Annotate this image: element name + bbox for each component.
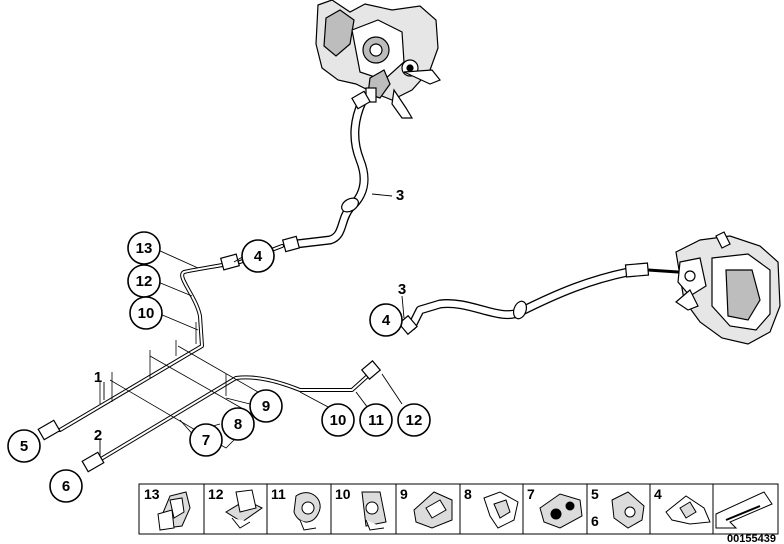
svg-text:4: 4 — [382, 312, 391, 329]
callout-8: 8 — [221, 407, 255, 441]
clip-icon — [157, 491, 191, 531]
svg-text:7: 7 — [202, 432, 210, 449]
svg-text:10: 10 — [138, 305, 155, 322]
callout-12-upper: 12 — [127, 264, 161, 298]
svg-text:2: 2 — [94, 427, 102, 444]
holder-icon — [413, 491, 453, 529]
svg-text:6: 6 — [591, 513, 599, 529]
callout-11: 11 — [359, 403, 393, 437]
double-clip-icon — [539, 493, 583, 529]
svg-text:10: 10 — [330, 412, 347, 429]
legend-item-12: 12 — [208, 486, 263, 529]
clamp-icon — [361, 491, 387, 531]
svg-text:13: 13 — [144, 486, 160, 502]
legend-item-10: 10 — [335, 486, 387, 531]
legend-item-arrow — [715, 491, 773, 529]
document-number: 00155439 — [727, 533, 776, 544]
legend-item-13: 13 — [144, 486, 191, 531]
svg-text:1: 1 — [94, 369, 102, 386]
callout-10-lower: 10 — [321, 403, 355, 437]
callout-13: 13 — [127, 231, 161, 265]
svg-text:6: 6 — [62, 478, 70, 495]
svg-text:11: 11 — [271, 486, 286, 502]
callout-2: 2 — [94, 427, 102, 444]
legend-item-4: 4 — [654, 486, 711, 525]
spring-clip-icon — [665, 495, 711, 525]
callout-3-upper: 3 — [396, 187, 404, 204]
svg-text:5: 5 — [20, 438, 28, 455]
hose-clip-icon — [293, 492, 321, 531]
legend-item-5-6: 5 6 — [591, 486, 645, 529]
fittings — [37, 90, 650, 473]
callout-6: 6 — [49, 469, 83, 503]
legend-item-9: 9 — [400, 486, 453, 529]
pipe-clip-icon — [483, 491, 519, 529]
svg-text:12: 12 — [136, 273, 153, 290]
svg-text:4: 4 — [654, 486, 662, 502]
callout-4-right: 4 — [369, 303, 403, 337]
svg-text:8: 8 — [234, 416, 242, 433]
arrow-icon — [715, 491, 773, 529]
union-nut-icon — [611, 491, 645, 529]
callout-9: 9 — [249, 389, 283, 423]
callout-7: 7 — [189, 423, 223, 457]
svg-text:9: 9 — [400, 486, 408, 502]
svg-text:12: 12 — [406, 412, 423, 429]
callout-3-right: 3 — [398, 281, 406, 298]
callout-5: 5 — [7, 429, 41, 463]
svg-text:4: 4 — [254, 248, 263, 265]
clip-guides — [99, 322, 259, 449]
svg-text:8: 8 — [464, 486, 472, 502]
callout-4-upper: 4 — [241, 239, 275, 273]
svg-text:11: 11 — [368, 412, 384, 429]
svg-text:3: 3 — [398, 281, 406, 298]
svg-text:12: 12 — [208, 486, 224, 502]
svg-text:3: 3 — [396, 187, 404, 204]
upper-brake-caliper — [315, 0, 441, 119]
right-brake-caliper — [675, 231, 781, 345]
legend-item-7: 7 — [527, 486, 583, 529]
parts-legend: 13 12 11 10 — [138, 483, 779, 535]
callout-1: 1 — [94, 369, 102, 386]
callout-10-upper: 10 — [129, 296, 163, 330]
svg-text:10: 10 — [335, 486, 351, 502]
svg-text:5: 5 — [591, 486, 599, 502]
callout-12-lower: 12 — [397, 403, 431, 437]
legend-item-11: 11 — [271, 486, 321, 531]
svg-text:9: 9 — [262, 398, 270, 415]
legend-item-8: 8 — [464, 486, 519, 529]
bracket-icon — [225, 489, 263, 529]
svg-text:13: 13 — [136, 240, 153, 257]
svg-text:7: 7 — [527, 486, 535, 502]
